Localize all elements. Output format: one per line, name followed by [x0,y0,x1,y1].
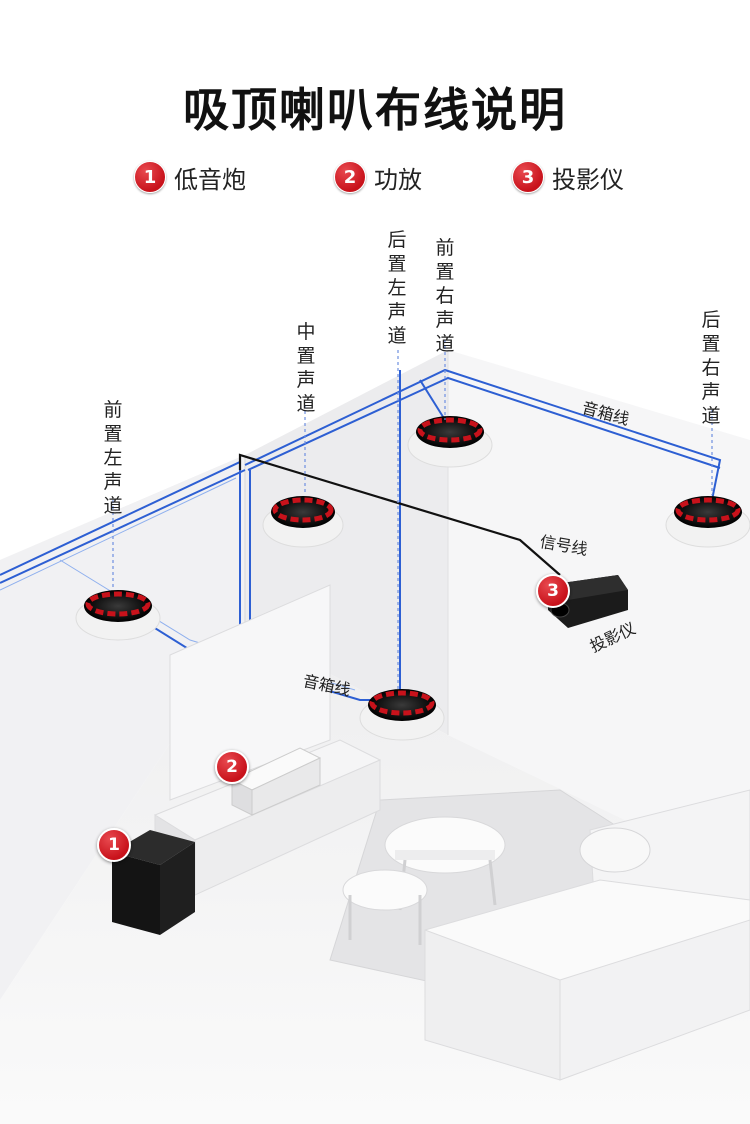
speaker-center [262,496,344,548]
legend-item-subwoofer: 1 低音炮 [134,160,246,194]
sofa [424,789,750,1081]
legend-item-amplifier: 2 功放 [334,160,422,194]
legend-label: 低音炮 [174,165,246,194]
legend-badge: 2 [334,161,366,193]
speaker-front-left [75,590,161,641]
legend-label: 投影仪 [552,165,624,194]
speaker-rear-left [359,689,445,741]
legend-item-projector: 3 投影仪 [512,160,624,194]
marker-subwoofer: 1 [97,828,131,862]
label-rear-right-channel: 后置右声道 [701,309,721,427]
label-front-left-channel: 前置左声道 [103,399,123,517]
screen-panel [169,584,331,801]
left-wall-lower [0,455,245,1000]
speaker-front-right [407,416,493,468]
label-center-channel: 中置声道 [296,321,316,415]
subwoofer [112,830,195,935]
coffee-tables [342,816,506,945]
page-title: 吸顶喇叭布线说明 [183,83,567,137]
signal-wire [238,453,561,576]
legend-badge: 1 [134,161,166,193]
legend-label: 功放 [374,165,422,194]
marker-projector: 3 [536,574,570,608]
label-rear-left-channel: 后置左声道 [387,229,407,347]
legend-badge: 3 [512,161,544,193]
amplifier [230,747,322,816]
speaker-rear-right [665,496,750,548]
marker-amplifier: 2 [215,750,249,784]
label-front-right-channel: 前置右声道 [435,237,455,355]
